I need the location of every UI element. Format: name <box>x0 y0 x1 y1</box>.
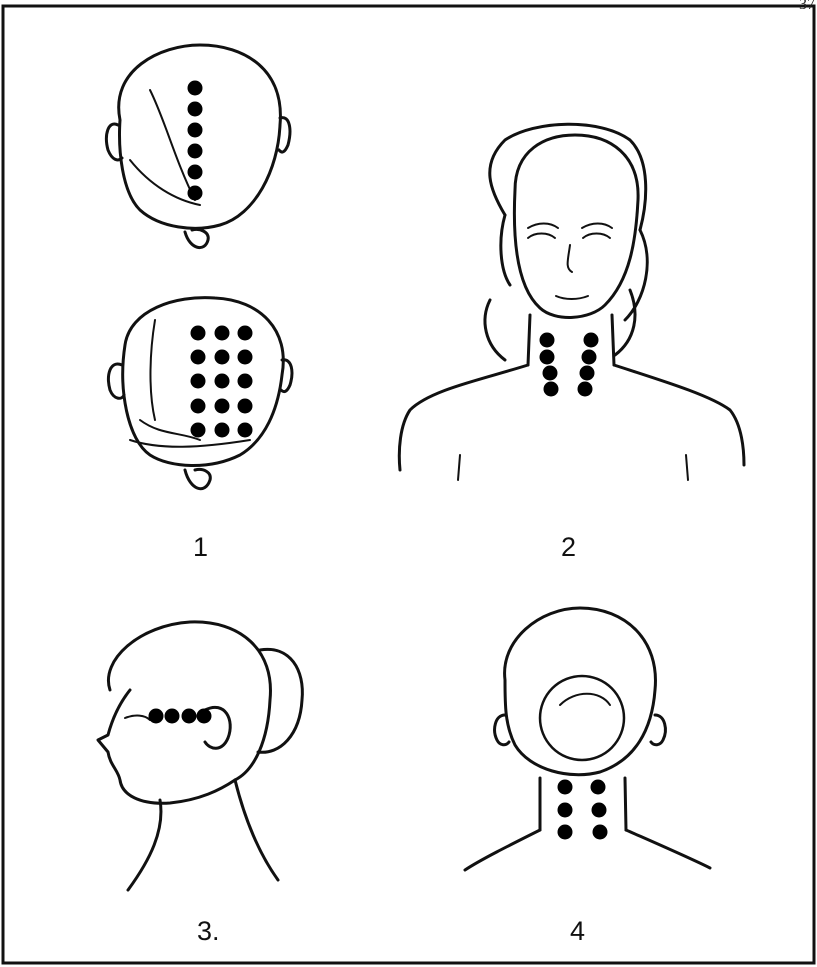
pressure-dot-fig3-1 <box>149 709 164 724</box>
pressure-dot-fig1-20 <box>215 423 230 438</box>
pressure-dot-fig1-3 <box>188 123 203 138</box>
pressure-dot-fig1-12 <box>238 350 253 365</box>
pressure-dot-fig1-15 <box>238 374 253 389</box>
front-face-figure <box>399 124 744 480</box>
pressure-dot-fig1-5 <box>188 165 203 180</box>
pressure-dot-fig4-6 <box>593 825 608 840</box>
pressure-dot-fig1-21 <box>238 423 253 438</box>
outer-border <box>3 6 814 963</box>
pressure-dot-fig2-6 <box>580 366 595 381</box>
pressure-dot-fig4-2 <box>591 780 606 795</box>
pressure-dot-fig1-13 <box>191 374 206 389</box>
figure-label-1: 1 <box>193 534 208 561</box>
pressure-dot-fig1-2 <box>188 102 203 117</box>
pressure-dot-fig1-11 <box>215 350 230 365</box>
pressure-dot-fig2-2 <box>584 333 599 348</box>
pressure-dot-fig4-1 <box>558 780 573 795</box>
pressure-dot-fig1-14 <box>215 374 230 389</box>
pressure-dot-fig2-1 <box>540 333 555 348</box>
pressure-dot-fig1-16 <box>191 399 206 414</box>
pressure-dot-fig4-3 <box>558 803 573 818</box>
pressure-dot-fig4-4 <box>592 803 607 818</box>
corner-mark: 37 <box>799 0 815 14</box>
pressure-dot-fig3-3 <box>182 709 197 724</box>
back-neck-figure <box>465 608 710 870</box>
pressure-dot-fig3-4 <box>197 709 212 724</box>
figure-label-4: 4 <box>570 918 585 945</box>
pressure-dot-fig1-9 <box>238 326 253 341</box>
pressure-dot-fig1-7 <box>191 326 206 341</box>
pressure-dot-fig2-5 <box>543 366 558 381</box>
pressure-dot-fig2-7 <box>544 382 559 397</box>
side-profile-figure <box>98 622 302 890</box>
pressure-dot-fig3-2 <box>165 709 180 724</box>
pressure-dot-fig4-5 <box>558 825 573 840</box>
pressure-dot-fig1-17 <box>215 399 230 414</box>
pressure-dot-fig1-19 <box>191 423 206 438</box>
pressure-dot-fig1-18 <box>238 399 253 414</box>
pressure-dot-fig2-4 <box>582 350 597 365</box>
pressure-dot-fig1-10 <box>191 350 206 365</box>
pressure-dot-fig1-4 <box>188 144 203 159</box>
pressure-dot-fig1-1 <box>188 81 203 96</box>
figure-label-2: 2 <box>561 534 576 561</box>
pressure-dot-fig1-6 <box>188 186 203 201</box>
pressure-dot-fig2-8 <box>578 382 593 397</box>
figure-label-3: 3. <box>197 918 220 945</box>
pressure-points <box>149 81 608 840</box>
pressure-dot-fig1-8 <box>215 326 230 341</box>
pressure-dot-fig2-3 <box>540 350 555 365</box>
